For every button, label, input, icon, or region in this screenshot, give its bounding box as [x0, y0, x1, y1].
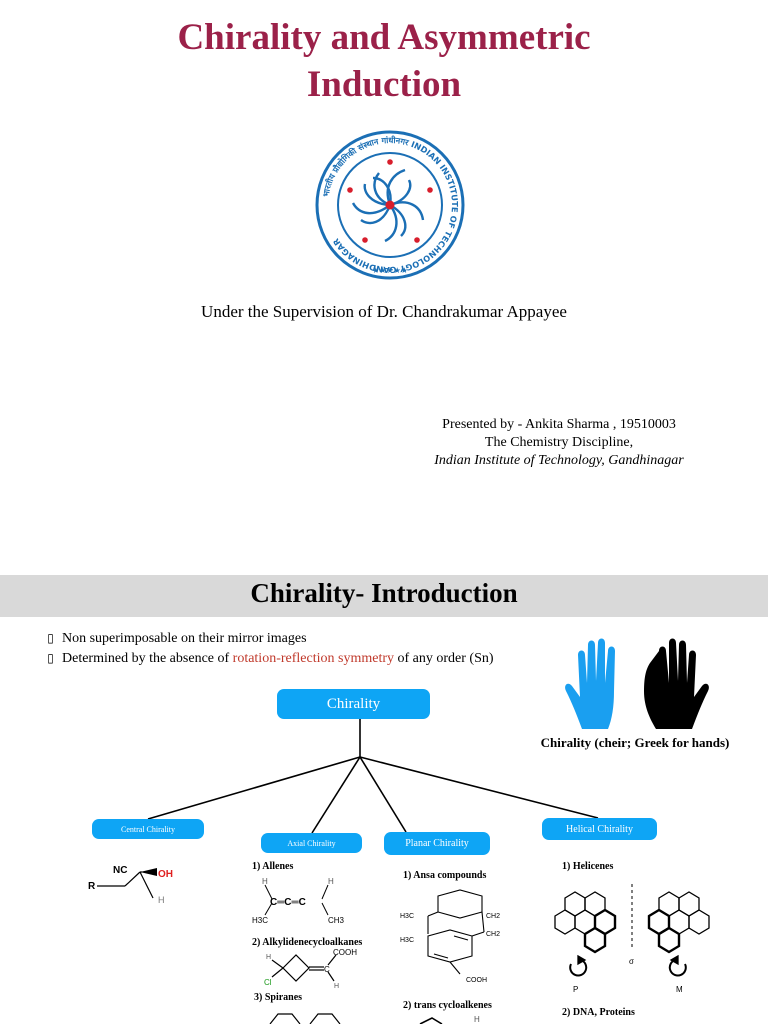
slide-title: Chirality and Asymmetric Induction — [0, 14, 768, 108]
alkylidene-h2: H — [334, 983, 339, 989]
helicene-p-label: P — [573, 985, 578, 994]
supervision-text: Under the Supervision of Dr. Chandrakuma… — [201, 302, 567, 321]
alkylidene-cl: Cl — [264, 978, 272, 987]
ansa-ch2-2: CH2 — [486, 931, 500, 938]
bullet-text-pre: Determined by the absence of — [62, 651, 233, 666]
bullet-box-icon: ▯ — [47, 651, 54, 665]
bullet-item: ▯ Non superimposable on their mirror imag… — [46, 631, 307, 647]
blue-hand-icon — [565, 638, 615, 729]
bullet-highlight: rotation-reflection symmetry — [232, 651, 394, 666]
mirror-sigma-label: σ — [629, 957, 634, 966]
planar-chirality-node: Planar Chirality — [384, 832, 490, 855]
allene-chain: C═C═C — [270, 897, 306, 908]
slide2-title-band — [0, 575, 768, 617]
axial-item-allenes: 1) Allenes — [252, 861, 294, 872]
allene-structure: H H C═C═C H3C CH3 — [252, 877, 345, 925]
nc-label: NC — [113, 865, 127, 876]
slide2-title: Chirality- Introduction — [250, 578, 518, 608]
helical-chirality-node: Helical Chirality — [542, 818, 657, 840]
ansa-h3c-1: H3C — [400, 913, 414, 920]
title-line-1: Chirality and Asymmetric — [177, 17, 591, 58]
bullet-text-post: of any order (Sn) — [394, 651, 494, 666]
presenter-discipline: The Chemistry Discipline, — [484, 435, 634, 450]
chirality-tree-lines — [147, 719, 599, 834]
spirane-structure — [269, 1013, 341, 1024]
bullet-text: Non superimposable on their mirror image… — [62, 631, 307, 646]
logo-stars: ★★★★★ — [372, 266, 408, 275]
bullet-box-icon: ▯ — [47, 631, 54, 645]
allene-h1: H — [262, 877, 268, 886]
alkylidene-h1: H — [266, 954, 271, 961]
allene-h2: H — [328, 877, 334, 886]
presenter-block: Presented by - Ankita Sharma , 19510003 … — [424, 416, 694, 470]
ansa-compound-structure: H3C H3C CH2 CH2 COOH — [400, 889, 500, 984]
black-hand-icon — [644, 638, 709, 729]
r-label: R — [88, 881, 96, 892]
alkylidene-c: C — [324, 965, 330, 974]
helicene-m-label: M — [676, 985, 683, 994]
hands-caption: Chirality (cheir; Greek for hands) — [540, 735, 730, 750]
allene-ch3b: CH3 — [328, 916, 345, 925]
allene-ch3a: H3C — [252, 916, 268, 925]
ansa-h3c-2: H3C — [400, 937, 414, 944]
axial-chirality-node: Axial Chirality — [261, 833, 362, 853]
axial-item-alkylidene: 2) Alkylidenecycloalkanes — [252, 937, 363, 948]
hands-illustration — [565, 638, 709, 729]
oh-label: OH — [158, 869, 173, 880]
trans-h-label: H — [474, 1015, 480, 1024]
helicene-structure: σ P M — [554, 884, 710, 994]
ansa-cooh: COOH — [466, 977, 487, 984]
planar-item-ansa: 1) Ansa compounds — [403, 870, 487, 881]
chirality-root-node: Chirality — [277, 689, 430, 719]
presenter-institute: Indian Institute of Technology, Gandhina… — [434, 453, 684, 468]
presenter-name: Presented by - Ankita Sharma , 19510003 — [442, 417, 676, 432]
ansa-ch2-1: CH2 — [486, 913, 500, 920]
axial-item-spiranes: 3) Spiranes — [254, 992, 303, 1003]
planar-item-trans-cycloalkenes: 2) trans cycloalkenes — [403, 1000, 492, 1011]
central-chirality-node: Central Chirality — [92, 819, 204, 839]
helical-item-helicenes: 1) Helicenes — [562, 861, 614, 872]
alkylidene-cooh: COOH — [333, 948, 357, 957]
helical-item-dna: 2) DNA, Proteins — [562, 1007, 635, 1018]
trans-cycloalkene-structure: H — [419, 1015, 480, 1024]
bullet-item: ▯ Determined by the absence of rotation-r… — [46, 651, 494, 667]
h-label: H — [158, 895, 165, 905]
alkylidene-structure: COOH C Cl H H — [264, 948, 357, 989]
iit-gandhinagar-logo: भारतीय प्रौद्योगिकी संस्थान गांधीनगर IND… — [313, 128, 467, 282]
iit-emblem-icon: भारतीय प्रौद्योगिकी संस्थान गांधीनगर IND… — [315, 130, 465, 280]
title-line-2: Induction — [306, 64, 462, 105]
central-chirality-structure: NC OH R H — [88, 865, 173, 905]
